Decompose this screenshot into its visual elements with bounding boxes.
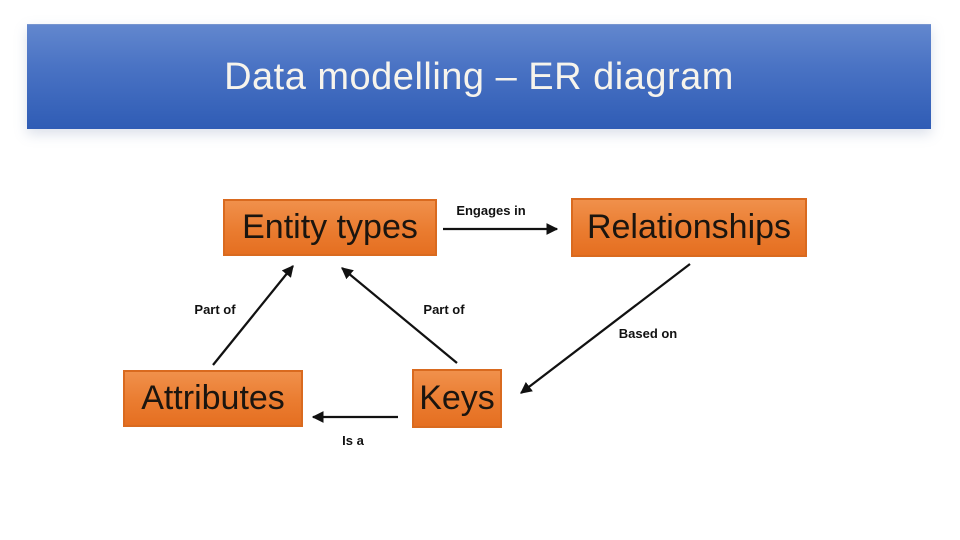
node-relationships: Relationships: [571, 198, 807, 257]
edge-label-is-a: Is a: [342, 433, 364, 448]
node-entity-types: Entity types: [223, 199, 437, 256]
edge-label-based-on: Based on: [618, 326, 678, 341]
edge-label-part-of-keys: Part of: [423, 302, 465, 317]
edge-label-part-of-attributes: Part of: [194, 302, 236, 317]
slide-title-bar: Data modelling – ER diagram: [27, 24, 931, 129]
slide-title: Data modelling – ER diagram: [224, 55, 734, 98]
node-keys: Keys: [412, 369, 502, 428]
node-attributes: Attributes: [123, 370, 303, 427]
edge-label-engages-in: Engages in: [456, 203, 526, 218]
